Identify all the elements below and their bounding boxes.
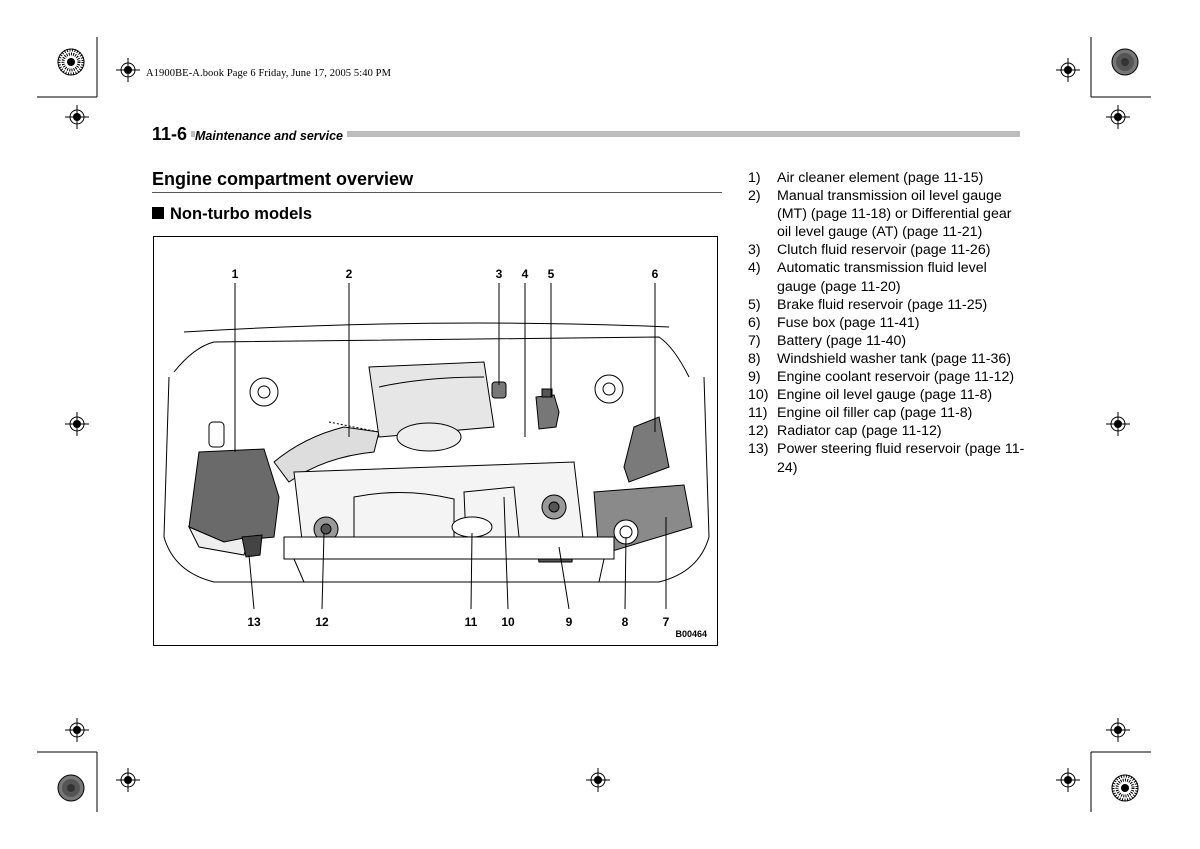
crop-marks-bottom-left: [37, 717, 141, 812]
component-legend: 1) Air cleaner element (page 11-15) 2) Man…: [748, 169, 1028, 477]
legend-number: 2): [748, 188, 761, 205]
legend-item: 1) Air cleaner element (page 11-15): [748, 169, 1028, 187]
callout-12: 12: [315, 615, 329, 629]
legend-number: 3): [748, 242, 761, 259]
legend-text: Battery (page 11-40): [777, 332, 907, 349]
legend-text: Power steering fluid reservoir (page 11-…: [777, 441, 1025, 476]
callout-6: 6: [651, 267, 659, 281]
title-divider: [152, 192, 722, 193]
header-rule: [152, 131, 1020, 137]
callout-3: 3: [495, 267, 503, 281]
legend-text: Clutch fluid reservoir (page 11-26): [777, 242, 991, 259]
callout-1: 1: [231, 267, 239, 281]
legend-text: Engine oil level gauge (page 11-8): [777, 387, 993, 404]
legend-text: Engine oil filler cap (page 11-8): [777, 405, 973, 422]
legend-number: 13): [748, 441, 769, 458]
legend-item: 9) Engine coolant reservoir (page 11-12): [748, 368, 1028, 386]
legend-number: 12): [748, 423, 769, 440]
subtitle-text: Non-turbo models: [170, 205, 313, 223]
print-info-line: A1900BE-A.book Page 6 Friday, June 17, 2…: [146, 68, 392, 79]
figure-code: B00464: [675, 629, 707, 639]
crop-marks-top-left: [37, 37, 141, 130]
legend-item: 6) Fuse box (page 11-41): [748, 314, 1028, 332]
crop-marks-top-right: [1055, 37, 1151, 130]
legend-number: 11): [748, 405, 768, 422]
legend-number: 10): [748, 387, 769, 404]
callout-5: 5: [547, 267, 555, 281]
legend-item: 5) Brake fluid reservoir (page 11-25): [748, 296, 1028, 314]
callout-9: 9: [565, 615, 573, 629]
legend-item: 4) Automatic transmission fluid level gau…: [748, 259, 1028, 295]
legend-text: Windshield washer tank (page 11-36): [777, 350, 1011, 367]
callout-2: 2: [345, 267, 353, 281]
engine-compartment-figure: 1 2 3 4 5 6 13 12 11 10 9 8 7 B00464: [153, 236, 718, 646]
legend-item: 7) Battery (page 11-40): [748, 332, 1028, 350]
legend-text: Engine coolant reservoir (page 11-12): [777, 369, 1015, 386]
callout-8: 8: [621, 615, 629, 629]
callout-11: 11: [464, 615, 478, 629]
legend-text: Automatic transmission fluid level gauge…: [777, 260, 987, 295]
callout-10: 10: [501, 615, 515, 629]
legend-number: 7): [748, 332, 761, 349]
page-number: 11-6: [152, 124, 192, 145]
square-bullet-icon: [152, 207, 164, 219]
page-title: Engine compartment overview: [152, 169, 414, 189]
legend-item: 13) Power steering fluid reservoir (page …: [748, 440, 1028, 476]
legend-item: 11) Engine oil filler cap (page 11-8): [748, 404, 1028, 422]
legend-number: 9): [748, 369, 761, 386]
legend-number: 5): [748, 296, 761, 313]
legend-number: 6): [748, 314, 761, 331]
callout-7: 7: [662, 615, 670, 629]
legend-number: 8): [748, 350, 761, 367]
legend-item: 12) Radiator cap (page 11-12): [748, 422, 1028, 440]
legend-text: Fuse box (page 11-41): [777, 314, 920, 331]
section-name: Maintenance and service: [195, 129, 347, 143]
subtitle: Non-turbo models: [152, 205, 312, 224]
legend-text: Brake fluid reservoir (page 11-25): [777, 296, 988, 313]
legend-number: 1): [748, 170, 761, 186]
legend-text: Manual transmission oil level gauge (MT)…: [777, 188, 1012, 241]
engine-illustration: [163, 283, 710, 610]
legend-item: 2) Manual transmission oil level gauge (M…: [748, 187, 1028, 241]
callout-13: 13: [247, 615, 261, 629]
legend-text: Air cleaner element (page 11-15): [777, 170, 984, 186]
reg-mark-bottom-center: [585, 767, 611, 793]
reg-mark-left-mid: [64, 411, 90, 437]
crop-marks-bottom-right: [1055, 717, 1151, 812]
legend-text: Radiator cap (page 11-12): [777, 423, 942, 440]
callout-4: 4: [521, 267, 529, 281]
legend-item: 8) Windshield washer tank (page 11-36): [748, 350, 1028, 368]
legend-item: 3) Clutch fluid reservoir (page 11-26): [748, 241, 1028, 259]
legend-item: 10) Engine oil level gauge (page 11-8): [748, 386, 1028, 404]
reg-mark-right-mid: [1105, 411, 1131, 437]
legend-number: 4): [748, 260, 761, 277]
